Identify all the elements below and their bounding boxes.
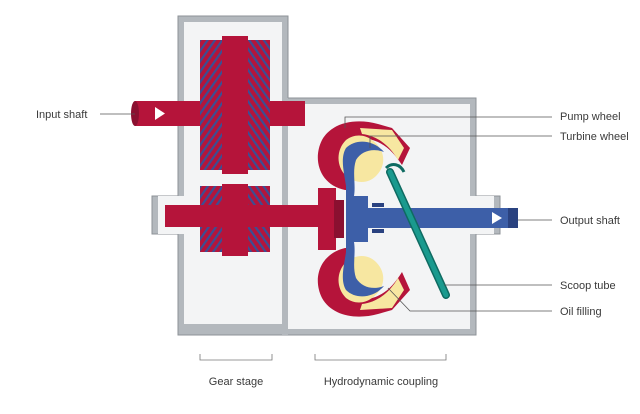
scoop-tube [384,163,450,299]
pump-disc-edge [334,200,344,238]
label-input-shaft: Input shaft [36,109,87,121]
label-turbine-wheel: Turbine wheel [560,131,629,143]
leader-lines [100,113,552,312]
arrow-right-icon [492,212,502,224]
upper-gear-right [248,40,270,170]
turbine-wheel [342,141,384,297]
output-shaft [366,208,518,228]
label-scoop-tube: Scoop tube [560,280,616,292]
label-oil-filling: Oil filling [560,306,602,318]
leader-pump-wheel [344,116,552,128]
upper-gear-left [200,40,222,170]
shaft-collar-upper [372,203,384,207]
labels: Input shaft Pump wheel Turbine wheel Out… [36,109,629,388]
label-output-shaft: Output shaft [560,215,620,227]
leader-oil-filling [387,287,552,312]
gear-stage-bracket [199,354,273,361]
upper-gear-hub [222,36,248,174]
gear-mesh-gap [222,178,248,184]
turbine-hub [346,196,368,242]
label-pump-wheel: Pump wheel [560,111,621,123]
coupling-bracket [314,354,447,361]
label-hydrodynamic-coupling: Hydrodynamic coupling [324,376,438,388]
input-shaft-end [131,101,139,126]
oil-fill-lower [360,278,404,310]
section-brackets [199,354,447,361]
output-shaft-end [508,208,518,228]
leader-turbine-wheel [369,135,552,148]
shaft-collar-lower [372,229,384,233]
intermediate-shaft [165,205,325,227]
gear-stage [165,36,325,256]
hydrodynamic-coupling [317,121,518,317]
pump-disc [318,188,336,250]
arrow-right-icon [155,107,165,120]
label-gear-stage: Gear stage [209,376,263,388]
